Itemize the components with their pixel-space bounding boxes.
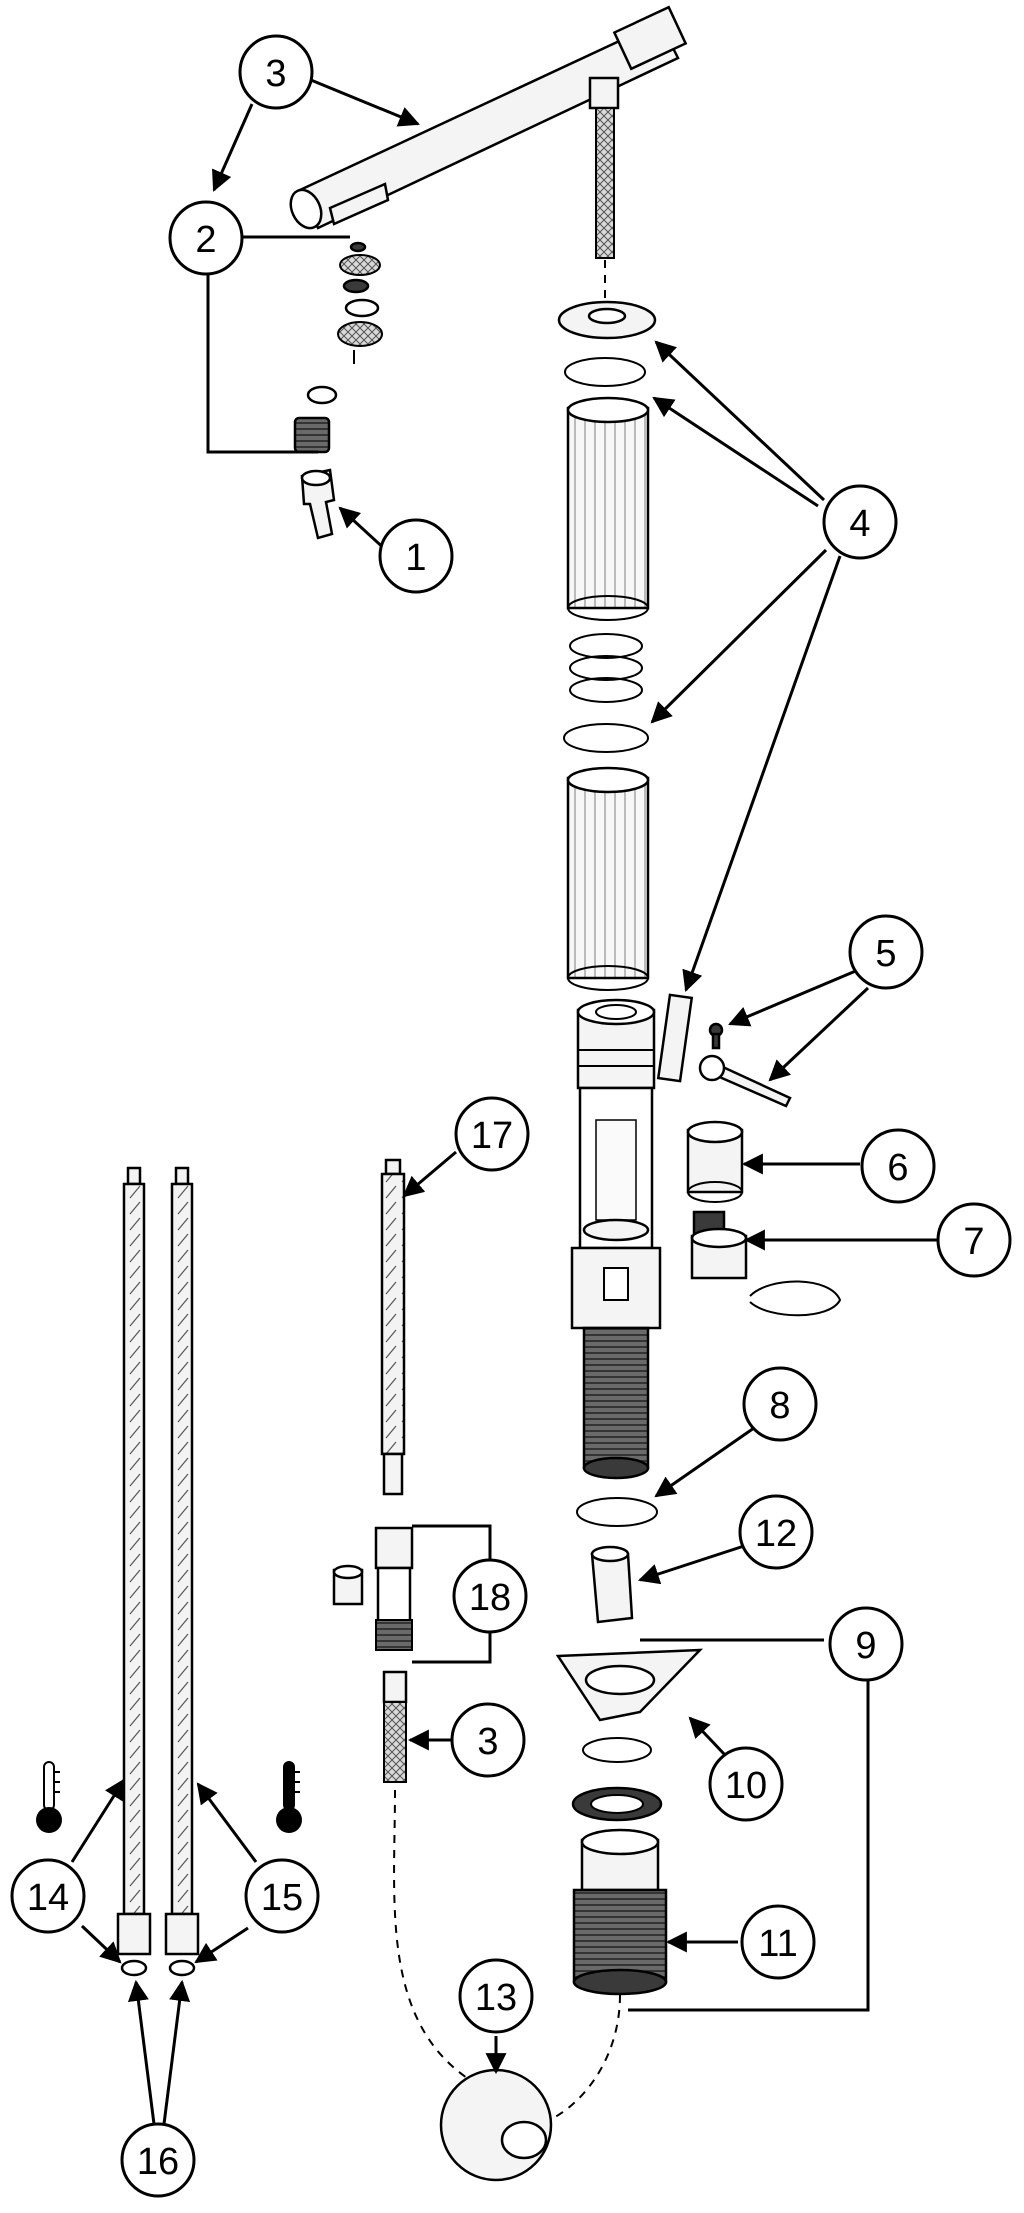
aerator-parts <box>293 241 383 454</box>
callout-label: 4 <box>849 503 870 545</box>
callout-label: 9 <box>855 1625 876 1667</box>
callout-8: 8 <box>742 1366 818 1442</box>
callout-label: 3 <box>265 53 286 95</box>
cartridge-parts <box>686 1120 842 1317</box>
pulldown-hose <box>382 1670 408 1783</box>
callout-3-bottom: 3 <box>450 1702 526 1778</box>
callout-14: 14 <box>10 1858 86 1934</box>
callout-label: 12 <box>755 1513 797 1555</box>
callout-3-top: 3 <box>238 34 314 110</box>
callout-17: 17 <box>454 1096 530 1172</box>
callout-label: 8 <box>769 1385 790 1427</box>
callout-4: 4 <box>822 484 898 560</box>
hose-weight <box>439 2068 553 2182</box>
supply-lines <box>116 1166 200 1977</box>
callout-15: 15 <box>244 1858 320 1934</box>
callout-9: 9 <box>828 1606 904 1682</box>
callout-16: 16 <box>120 2122 196 2198</box>
callout-1: 1 <box>378 518 454 594</box>
callout-10: 10 <box>708 1746 784 1822</box>
callout-label: 2 <box>195 219 216 261</box>
callout-7: 7 <box>936 1202 1012 1278</box>
callout-label: 11 <box>758 1923 797 1965</box>
callout-label: 16 <box>137 2141 179 2183</box>
aerator-key <box>300 468 336 540</box>
callout-13: 13 <box>458 1958 534 2034</box>
thermometer-hot-icon <box>276 1761 302 1833</box>
callout-label: 10 <box>725 1765 767 1807</box>
callout-11: 11 <box>740 1904 816 1980</box>
inner-hose <box>380 1158 406 1496</box>
main-stack <box>555 300 704 1996</box>
callout-12: 12 <box>738 1494 814 1570</box>
callout-18: 18 <box>452 1558 528 1634</box>
callout-label: 15 <box>261 1877 303 1919</box>
callout-label: 17 <box>471 1115 513 1157</box>
callout-2: 2 <box>168 200 244 276</box>
callout-6: 6 <box>860 1128 936 1204</box>
callout-label: 3 <box>477 1721 498 1763</box>
callout-label: 5 <box>875 933 896 975</box>
thermometer-cold-icon <box>36 1761 62 1833</box>
diverter-assembly <box>332 1526 414 1651</box>
spout <box>289 5 688 259</box>
callout-label: 6 <box>887 1147 908 1189</box>
callout-label: 7 <box>963 1221 984 1263</box>
lever-parts <box>656 993 792 1108</box>
callout-label: 13 <box>475 1977 517 2019</box>
callout-5: 5 <box>848 914 924 990</box>
callout-label: 14 <box>27 1877 69 1919</box>
callout-label: 18 <box>469 1577 511 1619</box>
callout-label: 1 <box>405 537 426 579</box>
